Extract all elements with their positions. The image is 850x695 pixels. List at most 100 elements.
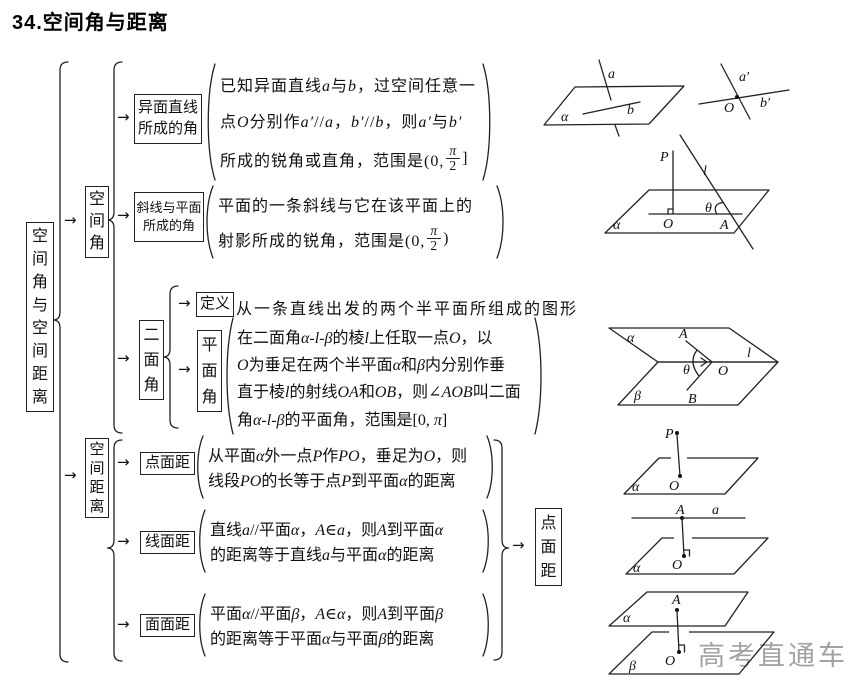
skew-angle-box: 异面直线 所成的角: [134, 94, 202, 144]
paren-planeangle-close: [534, 317, 542, 435]
skew-text-line3: 所成的锐角或直角，范围是(0, π 2 ]: [220, 143, 469, 173]
label-theta: θ: [705, 201, 712, 216]
point-plane-box: 点面距: [140, 452, 195, 475]
paren-pointplane-close: [486, 435, 493, 499]
label-a: A: [719, 218, 729, 233]
arrow-icon: →: [178, 360, 191, 378]
branch-distance-box: 空间距离: [85, 438, 109, 518]
label-o: O: [672, 558, 682, 573]
label-p: P: [664, 427, 674, 442]
brace-root: [52, 61, 69, 663]
label-alpha: α: [623, 611, 631, 626]
label-theta: θ: [683, 363, 690, 378]
fraction-pi-over-2: π 2: [427, 223, 442, 253]
brace-distance-result: [493, 439, 510, 661]
label-l: l: [747, 346, 751, 361]
plane-angle-text-line1: 在二面角α-l-β的棱l上任取一点O，以: [237, 330, 493, 347]
label-alpha: α: [561, 110, 569, 125]
paren-lineplane-open: [199, 509, 206, 573]
plane-plane-box-label: 面面距: [144, 617, 190, 633]
label-l: l: [703, 164, 707, 179]
label-o: O: [665, 654, 675, 669]
label-a: A: [671, 593, 681, 608]
dihedral-angle-box: 二面角: [139, 320, 164, 400]
oblique-angle-box-line1: 斜线与平面: [136, 199, 202, 215]
skew-text-line1: 已知异面直线a与b，过空间任意一: [220, 78, 477, 95]
point-plane-box-label: 点面距: [144, 455, 190, 471]
arrow-icon: →: [512, 536, 525, 554]
label-alpha: α: [632, 480, 640, 495]
figure-point-plane-distance: P O α: [623, 427, 759, 495]
figure-line-plane-angle: P l θ O A α: [604, 134, 770, 250]
label-a: a: [608, 67, 615, 82]
arrow-icon: →: [117, 349, 130, 367]
fraction-denominator: 2: [427, 238, 442, 253]
paren-lineplane-close: [482, 509, 489, 573]
plane-angle-text-line2: O为垂足在两个半平面α和β内分别作垂: [237, 357, 505, 374]
label-o: O: [724, 101, 734, 116]
fraction-denominator: 2: [446, 158, 461, 173]
line-plane-box: 线面距: [140, 531, 195, 554]
fraction-numerator: π: [449, 143, 458, 158]
label-o: O: [669, 479, 679, 494]
line-plane-text-line1: 直线a//平面α，A∈a，则A到平面α: [210, 522, 444, 539]
label-a-point: A: [675, 504, 685, 518]
page-title: 34.空间角与距离: [12, 12, 169, 34]
label-alpha: α: [613, 218, 621, 233]
brace-distance-branch: [106, 439, 123, 662]
skew-text-line3-post: ]: [462, 149, 469, 167]
label-alpha: α: [633, 561, 641, 576]
brace-dihedral-branch: [162, 285, 179, 429]
figure-intersecting-lines: a′ O b′: [698, 63, 790, 120]
plane-plane-box: 面面距: [140, 614, 195, 637]
fraction-numerator: π: [430, 223, 439, 238]
skew-angle-box-line2: 所成的角: [137, 121, 198, 137]
paren-oblique-close: [496, 185, 504, 259]
figure-line-plane-distance: A a O α: [625, 504, 769, 576]
oblique-text-line2-pre: 射影所成的锐角，范围是(0,: [218, 232, 426, 250]
arrow-icon: →: [178, 294, 191, 312]
oblique-text-line2: 射影所成的锐角，范围是(0, π 2 ): [218, 223, 450, 253]
figure-plane-plane-distance: A α O β: [608, 591, 775, 675]
plane-angle-box: 平面角: [197, 330, 222, 412]
oblique-angle-box-line2: 所成的角: [142, 218, 195, 233]
point-plane-text-line1: 从平面α外一点P作PO，垂足为O，则: [208, 448, 468, 465]
paren-skew-close: [482, 63, 491, 181]
paren-pointplane-open: [197, 435, 204, 499]
definition-box: 定义: [196, 292, 234, 317]
point-plane-text-line2: 线段PO的长等于点P到平面α的距离: [208, 473, 456, 490]
label-alpha: α: [627, 331, 635, 346]
label-o: O: [718, 364, 728, 379]
label-a: A: [678, 327, 688, 342]
fraction-pi-over-2: π 2: [446, 143, 461, 173]
skew-text-line3-pre: 所成的锐角或直角，范围是(0,: [220, 152, 445, 170]
paren-planeplane-open: [199, 593, 206, 657]
root-box: 空间角与空间距离: [26, 222, 54, 412]
oblique-angle-box: 斜线与平面 所成的角: [134, 192, 204, 242]
plane-plane-text-line2: 的距离等于平面α与平面β的距离: [210, 631, 435, 648]
skew-text-line2: 点O分别作a′//a，b′//b，则a′与b′: [220, 114, 463, 131]
arrow-icon: →: [117, 453, 130, 471]
oblique-text-line2-post: ): [443, 229, 450, 247]
definition-box-label: 定义: [199, 296, 230, 312]
label-b: b: [627, 103, 634, 118]
arrow-icon: →: [117, 206, 130, 224]
skew-angle-box-line1: 异面直线: [137, 100, 198, 116]
oblique-text-line1: 平面的一条斜线与它在该平面上的: [218, 198, 474, 215]
arrow-icon: →: [117, 108, 130, 126]
label-beta: β: [628, 659, 636, 674]
paren-planeangle-open: [226, 317, 234, 435]
label-a-prime: a′: [739, 70, 750, 85]
paren-oblique-open: [206, 185, 214, 259]
plane-plane-text-line1: 平面α//平面β，A∈α，则A到平面β: [210, 606, 444, 623]
arrow-icon: →: [117, 532, 130, 550]
figure-dihedral-angle: α A l θ O β B: [608, 327, 779, 407]
label-a-line: a: [712, 504, 719, 518]
paren-planeplane-close: [482, 593, 489, 657]
result-point-plane-box: 点面距: [535, 508, 562, 586]
line-plane-box-label: 线面距: [144, 534, 190, 550]
plane-angle-text-line4: 角α-l-β的平面角，范围是[0, π]: [237, 412, 448, 429]
arrow-icon: →: [64, 211, 77, 229]
paren-skew-open: [207, 63, 216, 181]
